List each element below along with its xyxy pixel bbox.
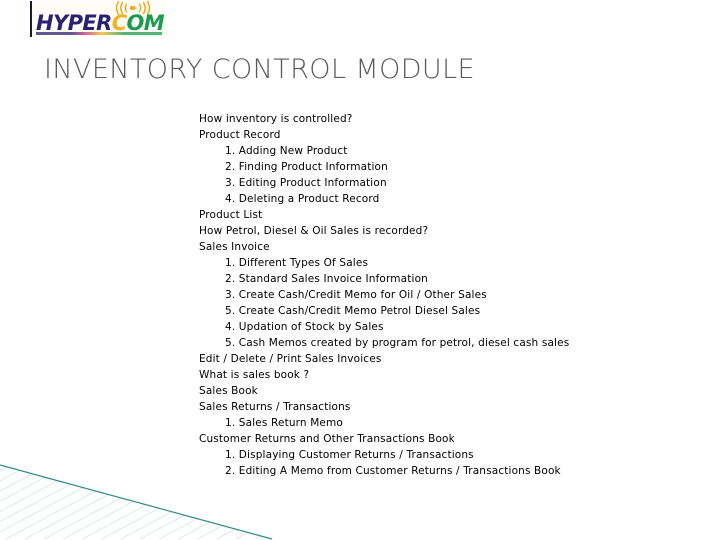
outline-item: 5. Cash Memos created by program for pet…: [225, 337, 570, 349]
outline-item: Sales Invoice: [199, 241, 270, 253]
outline-item: 2. Editing A Memo from Customer Returns …: [225, 465, 561, 477]
antenna-signal-icon: [115, 1, 151, 15]
outline-item: 4. Deleting a Product Record: [225, 193, 380, 205]
outline-item: Sales Returns / Transactions: [199, 401, 351, 413]
outline-item: 1. Displaying Customer Returns / Transac…: [225, 449, 474, 461]
outline-item: How Petrol, Diesel & Oil Sales is record…: [199, 225, 429, 237]
outline-item: 3. Create Cash/Credit Memo for Oil / Oth…: [225, 289, 487, 301]
outline-item: 4. Updation of Stock by Sales: [225, 321, 384, 333]
outline-item: How inventory is controlled?: [199, 113, 353, 125]
outline-item: 5. Create Cash/Credit Memo Petrol Diesel…: [225, 305, 481, 317]
logo-wordmark: HYPERCOM: [36, 11, 165, 35]
logo-text-o: O: [126, 11, 145, 35]
outline-item: 2. Finding Product Information: [225, 161, 388, 173]
outline-item: Product List: [199, 209, 263, 221]
logo-text-c: C: [111, 11, 127, 35]
page-title: INVENTORY CONTROL MODULE: [44, 54, 475, 85]
outline-item: Customer Returns and Other Transactions …: [199, 433, 455, 445]
outline-list: How inventory is controlled? Product Reco…: [199, 111, 699, 479]
hypercom-logo: HYPERCOM: [30, 1, 165, 37]
outline-item: Product Record: [199, 129, 281, 141]
outline-item: 1. Adding New Product: [225, 145, 348, 157]
outline-item: Edit / Delete / Print Sales Invoices: [199, 353, 382, 365]
outline-item: 3. Editing Product Information: [225, 177, 387, 189]
outline-item: 1. Different Types Of Sales: [225, 257, 369, 269]
outline-item: What is sales book ?: [199, 369, 310, 381]
outline-item: Sales Book: [199, 385, 258, 397]
outline-item: 1. Sales Return Memo: [225, 417, 343, 429]
logo-underline-bar: [36, 32, 162, 35]
logo-text-m: M: [143, 11, 165, 35]
outline-item: 2. Standard Sales Invoice Information: [225, 273, 428, 285]
logo-text-hyper: HYPER: [36, 11, 112, 35]
